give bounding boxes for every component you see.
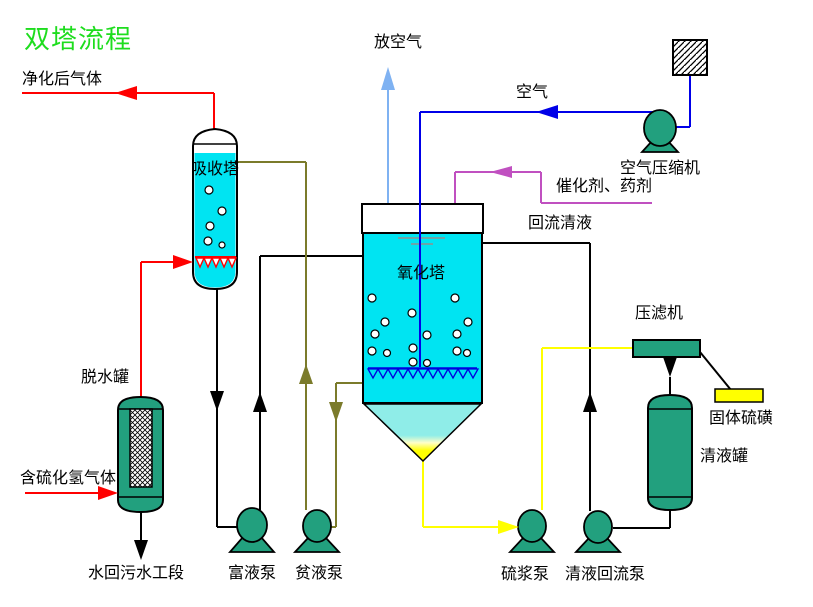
arrow-reflux-up [583,392,597,412]
label-lean-liquid-pump: 贫液泵 [295,563,344,582]
arrow-lean-up [299,364,313,384]
slurry-pump-casing [517,509,547,543]
arrow-drain-down [134,540,148,560]
air-compressor-symbol [639,109,681,153]
arrow-rich-up [253,392,267,412]
arrow-filter-down [663,357,677,377]
label-catalyst-agent: 催化剂、药剂 [556,176,653,195]
dehydration-packing-hatch [130,409,152,487]
clear-liquid-reflux-pump-symbol [573,510,623,553]
oxidizer-bubbles [367,293,473,368]
label-air-compressor: 空气压缩机 [620,158,701,177]
arrow-air-left [536,105,558,119]
label-water-to-sewage: 水回污水工段 [88,563,185,582]
pipes-yellow-slurry [422,347,633,528]
label-clear-liquid-tank: 清液罐 [700,446,749,465]
pipe-filter-to-sulfur [699,351,732,391]
label-filter-press: 压滤机 [635,303,684,322]
absorber-sparger-triangles [194,257,238,269]
pipes-olive-lean-liquid [238,161,362,528]
arrow-into-dehydration [98,486,118,500]
oxidizer-lid [361,203,484,234]
air-intake-filter [672,39,708,76]
label-reflux-clear-liquid: 回流清液 [528,213,593,232]
label-rich-liquid-pump: 富液泵 [228,563,277,582]
absorber-bubbles [203,185,227,249]
label-h2s-gas: 含硫化氢气体 [20,468,117,487]
arrow-lean-down [329,402,343,422]
clear-liquid-tank [647,393,693,512]
clear-tank-shell [647,393,693,512]
rich-liquid-pump-symbol [228,507,276,553]
label-absorber-tower: 吸收塔 [191,159,240,178]
solid-sulfur-box [714,388,764,403]
air-intake-hatch [672,39,708,76]
lean-pump-casing [302,509,332,543]
label-purified-gas: 净化后气体 [22,69,103,88]
label-clear-liquid-reflux-pump: 清液回流泵 [565,564,646,583]
compressor-casing [643,109,677,147]
oxidizer-sparger-triangles [366,368,480,380]
arrow-rich-down [210,391,224,411]
label-oxidation-tower: 氧化塔 [397,263,446,282]
oxidizer-cone [362,403,483,463]
absorber-liquid [194,153,236,288]
flow-arrows [98,67,677,560]
label-sulfur-slurry-pump: 硫浆泵 [501,564,550,583]
arrow-purified-gas-left [115,86,137,100]
dehydration-tank [117,395,164,514]
arrow-vent-up [381,67,395,90]
label-dehydration-tank: 脱水罐 [81,367,130,386]
arrow-catalyst-left [490,166,512,178]
lean-liquid-pump-symbol [292,509,342,553]
label-vent-air: 放空气 [374,32,423,51]
filter-press-shape [632,339,701,358]
arrow-into-absorber [173,255,193,269]
label-solid-sulfur: 固体硫磺 [709,408,774,427]
label-air: 空气 [516,82,549,101]
arrow-slurry-right [498,520,519,534]
oxidation-tower [361,203,484,463]
sulfur-slurry-pump-symbol [507,509,557,553]
rich-pump-casing [236,507,268,543]
page-title: 双塔流程 [24,25,133,55]
reflux-pump-casing [583,510,613,544]
absorber-tower [192,127,238,291]
